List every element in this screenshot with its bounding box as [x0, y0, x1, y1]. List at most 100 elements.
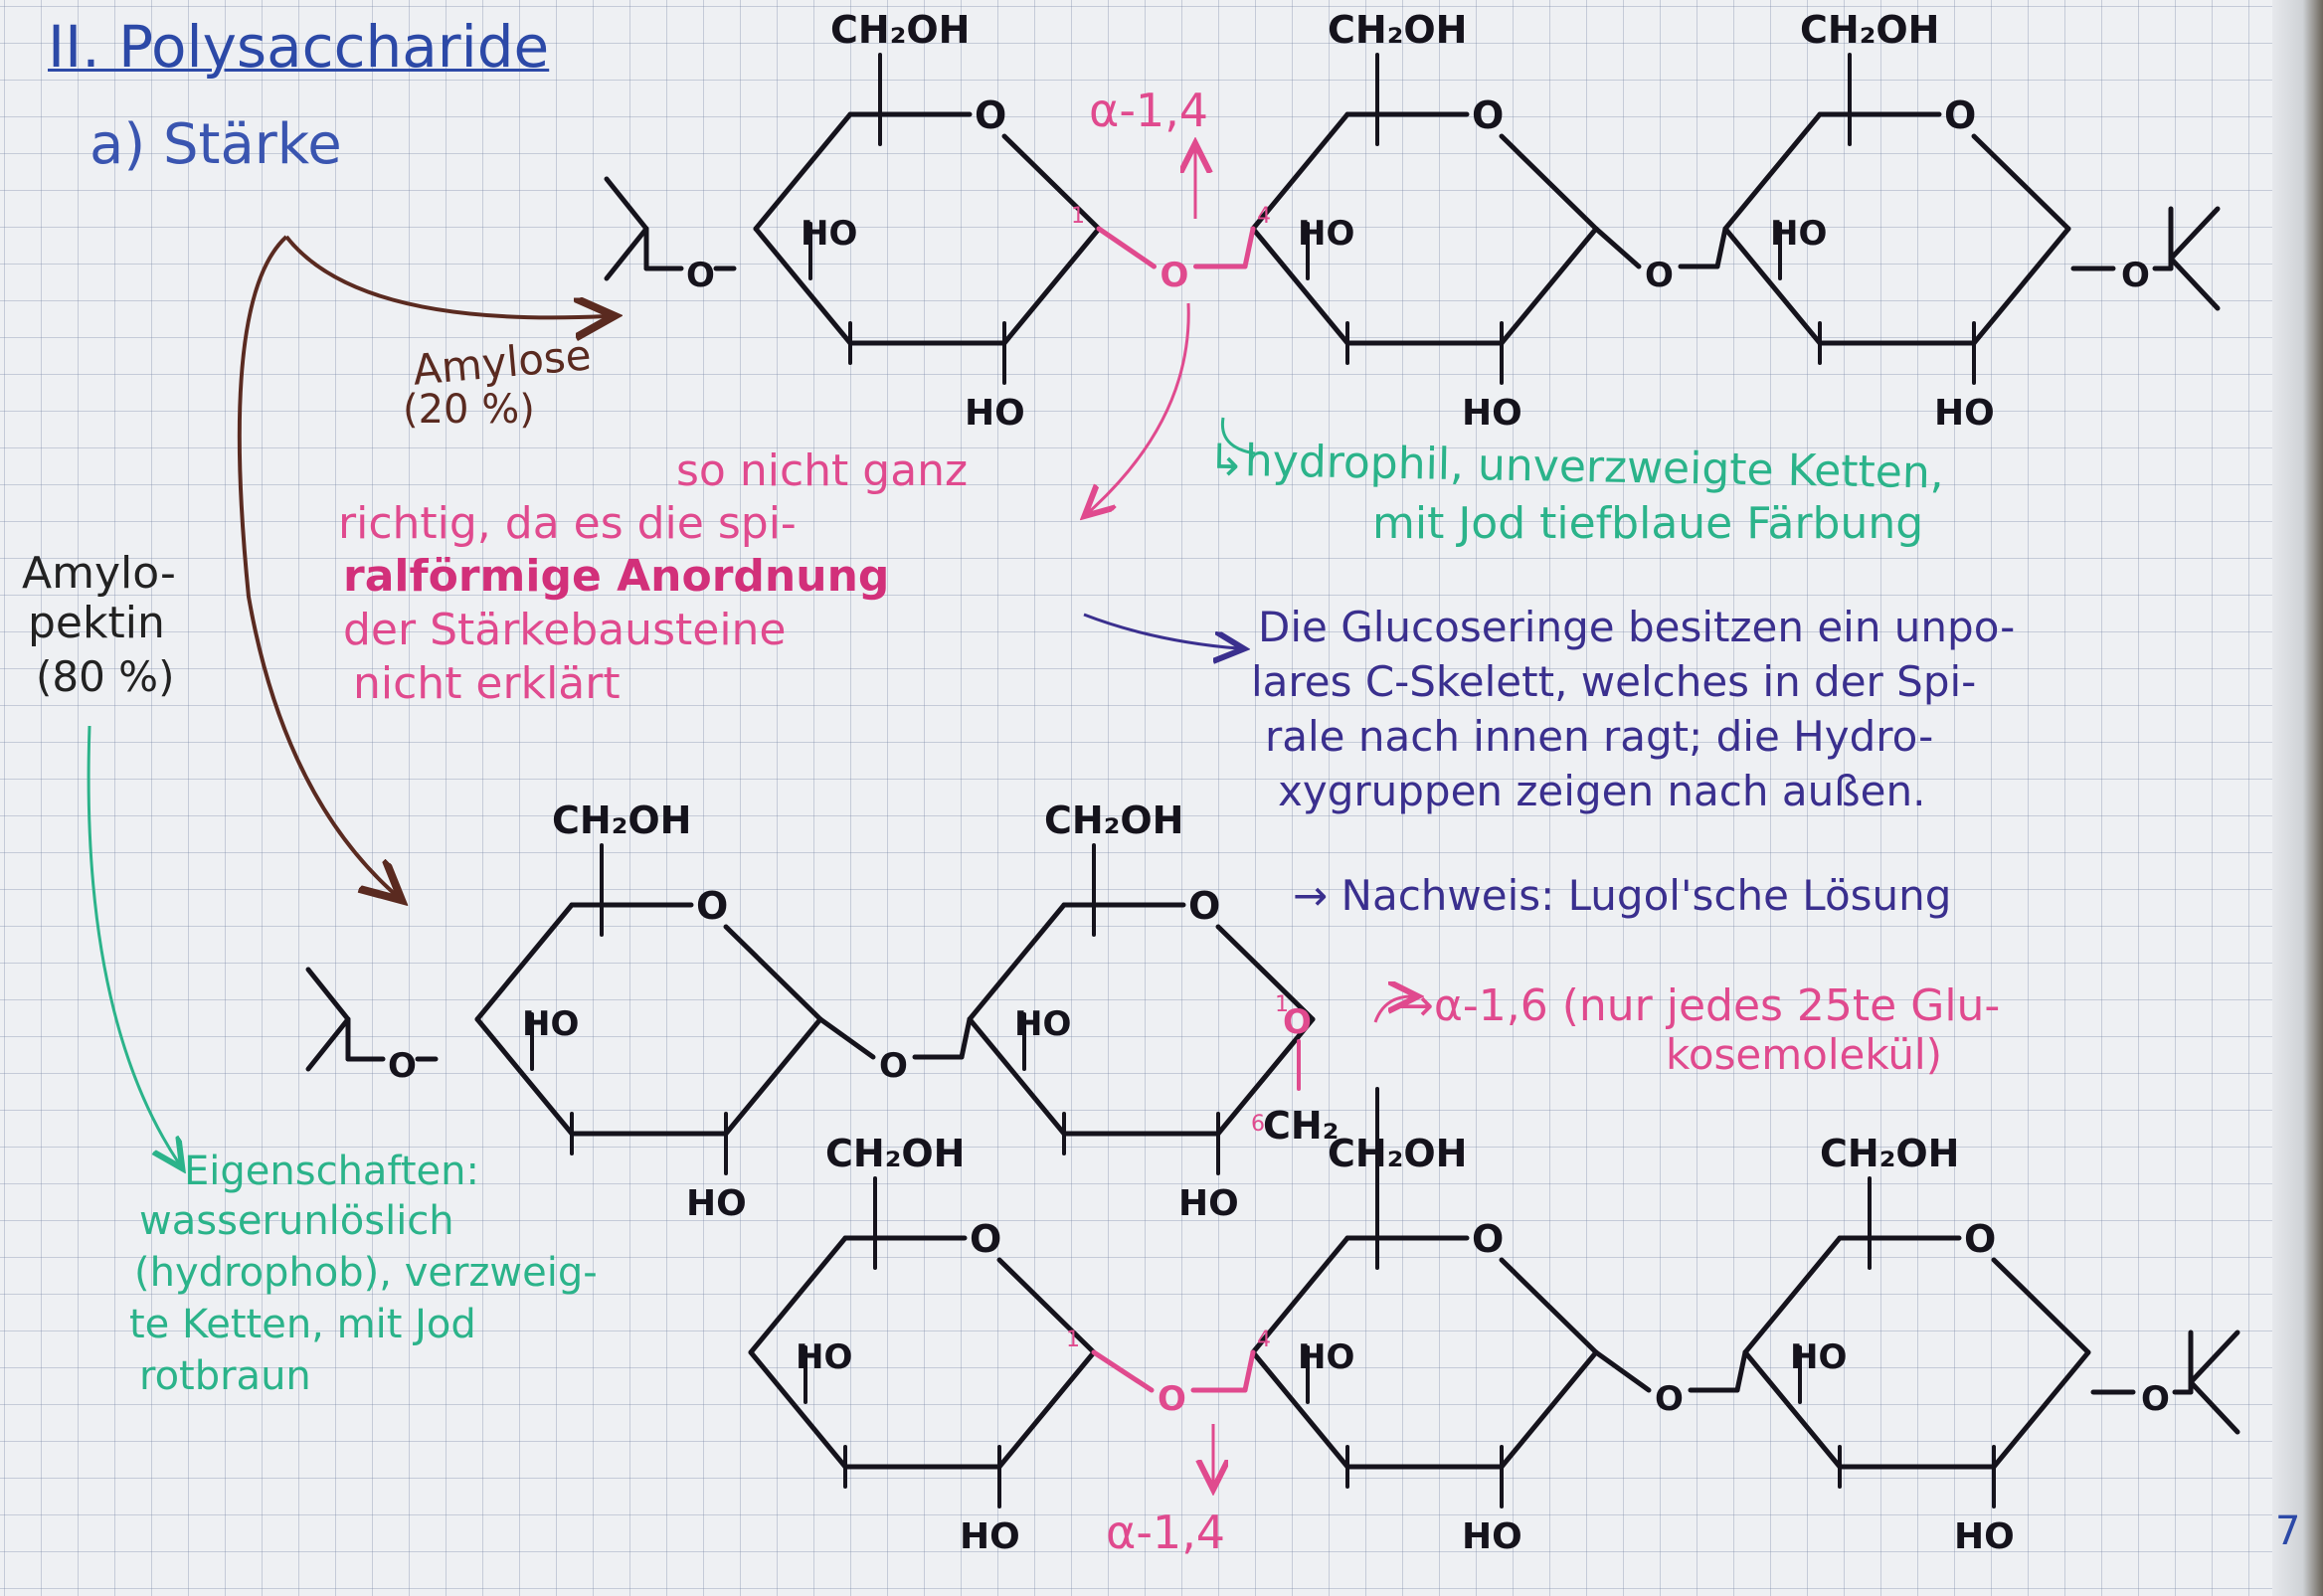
top-alpha14-label: α-1,4: [1089, 84, 1209, 137]
ho-label-bottom: HO: [1954, 1516, 2015, 1557]
terminal-oxygen-label: O: [2121, 256, 2150, 295]
ring-oxygen-label: O: [1944, 93, 1976, 137]
ho-label: HO: [1298, 214, 1354, 254]
position-1-label: 1: [1071, 204, 1085, 229]
ring-bond: [1215, 924, 1316, 1022]
glycosidic-bond-alpha14: [1091, 1349, 1155, 1393]
correction-line-4: der Stärkebausteine: [343, 605, 787, 655]
glycosidic-bond-alpha14: [1242, 1349, 1256, 1393]
terminal-oxygen-label: O: [388, 1046, 417, 1086]
ring-bond: [748, 1235, 848, 1355]
explanation-line-3: rale nach innen ragt; die Hydro-: [1265, 712, 1934, 761]
chain-terminal: [2188, 1330, 2240, 1385]
ring-bond: [967, 902, 1067, 1022]
ring-bond: [1250, 226, 1350, 346]
ring-bond: [1499, 1349, 1599, 1470]
page-number: 7: [2275, 1508, 2301, 1554]
correction-line-1: so nicht ganz: [676, 445, 969, 496]
chain-terminal: [2168, 256, 2221, 311]
glycosidic-oxygen-label: O: [1655, 1379, 1684, 1419]
ring-bond: [1722, 111, 1823, 232]
position-1-label: 1: [1066, 1328, 1080, 1352]
ring-oxygen-label: O: [1472, 1217, 1504, 1261]
nachweis-note: → Nachweis: Lugol'sche Lösung: [1293, 871, 1952, 920]
ho-label: HO: [1014, 1004, 1071, 1044]
glycosidic-bond: [1734, 1349, 1748, 1393]
glycosidic-bond: [1593, 1349, 1652, 1393]
explanation-line-1: Die Glucoseringe besitzen ein unpo-: [1258, 603, 2016, 651]
ring-bond: [967, 1016, 1067, 1137]
ring-bond: [1250, 1349, 1350, 1470]
terminal-oxygen-label: O: [686, 256, 715, 295]
ch2-label: CH₂: [1263, 1104, 1339, 1148]
ring-bond: [1971, 133, 2071, 232]
glycosidic-oxygen-label: O: [1158, 1379, 1186, 1419]
ho-label-bottom: HO: [686, 1183, 747, 1224]
ho-label: HO: [801, 214, 857, 254]
arrow-eigenschaften: [87, 725, 179, 1163]
ring-oxygen-label: O: [1188, 884, 1220, 928]
chain-terminal: [2168, 206, 2221, 262]
ho-label-bottom: HO: [1462, 1516, 1522, 1557]
position-4-label: 4: [1257, 1328, 1271, 1352]
ring-bond: [1971, 226, 2071, 346]
ring-oxygen-label: O: [696, 884, 728, 928]
branch-oxygen-label: O: [1283, 1002, 1312, 1042]
ring-bond: [996, 1349, 1097, 1470]
ch2oh-label: CH₂OH: [1044, 798, 1183, 842]
branch-bond-label: →α-1,6 (nur jedes 25te Glu-: [1397, 980, 2001, 1031]
ring-bond: [474, 902, 575, 1022]
arrow-to-amylopektin: [237, 235, 396, 895]
arrow-amylose-properties: [1220, 417, 1256, 455]
position-6-label: 6: [1251, 1112, 1265, 1137]
ho-label-bottom: HO: [1462, 393, 1522, 434]
glycosidic-oxygen-label: O: [1161, 256, 1189, 295]
chain-terminal: [604, 226, 649, 281]
ring-bond: [1215, 1016, 1316, 1137]
ring-oxygen-label: O: [1964, 1217, 1996, 1261]
ho-label-bottom: HO: [1934, 393, 1995, 434]
terminal-oxygen-label: O: [2141, 1379, 2170, 1419]
correction-line-3: ralförmige Anordnung: [343, 551, 890, 602]
amylose-percent: (20 %): [403, 387, 535, 433]
position-4-label: 4: [1257, 204, 1271, 229]
amylopektin-properties-3: (hydrophob), verzweig-: [134, 1250, 598, 1296]
ring-bond: [1991, 1349, 2091, 1470]
section-subtitle: a) Stärke: [89, 112, 342, 177]
ho-label: HO: [1770, 214, 1827, 254]
arrow-branch: [1373, 996, 1412, 1023]
ring-bond: [753, 111, 853, 232]
branch-bond-label-cont: kosemolekül): [1666, 1030, 1943, 1079]
ring-bond: [1722, 226, 1823, 346]
arrow-to-amylose: [284, 235, 607, 317]
ch2oh-label: CH₂OH: [1328, 1132, 1467, 1175]
glycosidic-bond: [959, 1016, 973, 1060]
ch2oh-label: CH₂OH: [552, 798, 691, 842]
explanation-line-4: xygruppen zeigen nach außen.: [1278, 767, 1926, 815]
glycosidic-bond: [817, 1016, 876, 1060]
ring-bond: [1742, 1235, 1843, 1355]
ring-bond: [723, 1016, 823, 1137]
ho-label-bottom: HO: [1178, 1183, 1239, 1224]
amylopektin-percent: (80 %): [36, 652, 175, 701]
chain-terminal: [2188, 1379, 2240, 1435]
glycosidic-bond-alpha14: [1242, 226, 1256, 269]
amylopektin-label-1: Amylo-: [22, 548, 176, 599]
amylose-properties-2: mit Jod tiefblaue Färbung: [1372, 498, 1924, 549]
ch2oh-label: CH₂OH: [1820, 1132, 1959, 1175]
ring-oxygen-label: O: [975, 93, 1006, 137]
ring-bond: [1250, 111, 1350, 232]
ring-bond: [1742, 1349, 1843, 1470]
chain-terminal: [305, 967, 351, 1022]
amylopektin-label-2: pektin: [28, 598, 165, 648]
ch2oh-label: CH₂OH: [825, 1132, 965, 1175]
ring-bond: [1499, 133, 1599, 232]
ring-bond: [474, 1016, 575, 1137]
ho-label-bottom: HO: [965, 393, 1025, 434]
amylopektin-properties-4: te Ketten, mit Jod: [129, 1302, 476, 1347]
arrow-explanation: [1083, 613, 1238, 648]
ring-bond: [748, 1349, 848, 1470]
ho-label: HO: [522, 1004, 579, 1044]
